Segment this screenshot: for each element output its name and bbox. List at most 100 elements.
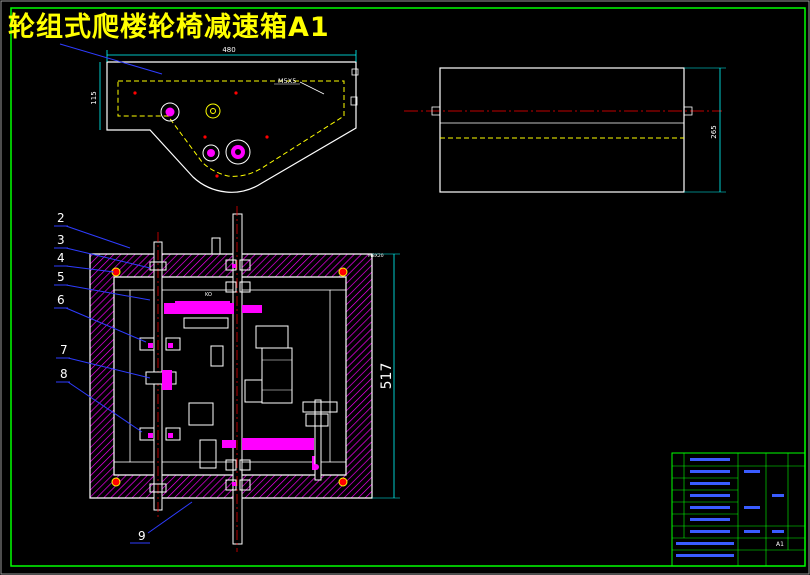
shaft-stub [683,106,693,116]
center-block [244,379,264,403]
bearing-block [149,261,167,271]
top-width-dimension-text: 480 [222,46,235,54]
bearing-section [148,433,153,438]
drawing-title: 轮组式爬楼轮椅减速箱A1 [8,12,330,43]
upper-gear-extension [242,305,262,313]
bearing-block [139,337,155,351]
title-block-frame [671,452,806,567]
title-block-text [744,506,760,509]
bearing-block [239,459,251,471]
leader-9 [147,501,193,534]
bearing-section [313,464,319,470]
bearing-block [239,259,251,271]
upper-gear-band [164,303,234,314]
upper-gear-band-top [175,301,230,305]
bolt-hole [203,135,207,139]
title-block-text [690,506,730,509]
leader-5 [65,284,151,301]
top-view: 480 115 M5X5 [59,43,359,193]
corner-bolt [338,267,348,277]
center-gear-hub [199,439,217,469]
right-shaft-bearing [305,413,329,427]
bearing-core [165,107,175,117]
drawing-frame-inner [10,7,806,567]
title-block: A1 [671,452,806,567]
title-block-text [744,530,760,533]
part-label-7: 7 [60,343,68,357]
part-label-6: 6 [57,293,65,307]
bolt-hole [215,174,219,178]
bearing-circle [225,139,251,165]
bearing-section [148,343,153,348]
title-block-text [690,470,730,473]
shaft-stub [431,106,441,116]
motor-top [255,325,289,349]
bolt-hole [133,91,137,95]
upper-gear-hub [183,317,229,329]
lower-gear-stub [222,440,236,448]
bolt-note-text: M5X5 [278,77,296,85]
bearing-block [165,427,181,441]
part-label-4: 4 [57,251,65,265]
part-label-2: 2 [57,211,65,225]
front-section-view: KO [89,206,400,552]
title-block-text [676,554,734,557]
title-block-text [772,494,784,497]
leader-3 [65,247,151,269]
leader-2 [65,225,131,249]
top-view-hidden-outline [117,80,345,177]
part-label-3: 3 [57,233,65,247]
title-block-text [676,542,734,545]
bearing-core [210,108,216,114]
part-callouts: 2 3 4 5 6 7 8 9 [54,211,193,544]
corner-bolt [338,477,348,487]
side-view: 265 [404,67,726,193]
lower-gear-band [242,438,314,450]
bearing-section [232,482,236,486]
bolt-hole [265,135,269,139]
title-block-text [690,458,730,461]
center-block [210,345,224,367]
front-height-dimension-text: 517 [379,363,395,390]
bearing-block [225,459,237,471]
top-view-marker [350,96,358,106]
bearing-block [225,281,237,293]
right-shaft-collar [302,401,338,413]
title-block-text [744,470,760,473]
bearing-block [239,479,251,491]
bearing-section [232,264,236,268]
center-block [188,402,214,426]
leader-6 [65,307,147,343]
housing-inner-cavity [129,289,331,463]
dimension-tag: M8X20 [368,253,384,259]
sheet-size-text: A1 [776,541,784,548]
leader-8 [67,381,143,433]
bearing-bore [235,149,241,155]
top-view-outline [106,61,357,193]
side-view-outline [439,67,685,193]
bolt-hole [234,91,238,95]
gear-tag: KO [205,292,212,298]
bearing-section [168,433,173,438]
part-label-9: 9 [138,529,146,543]
title-block-text [772,530,784,533]
side-height-dimension-text: 265 [710,125,718,138]
leader-4 [65,265,115,273]
bearing-circle [202,144,220,162]
top-view-leader [59,43,163,75]
bearing-circle [160,102,180,122]
bearing-block [149,483,167,493]
top-view-marker [351,68,359,76]
center-shaft [232,213,243,545]
bearing-core [207,149,215,157]
bolt-note-leader [299,81,325,95]
top-height-dimension-text: 115 [90,91,98,104]
right-lower-shaft [314,399,322,481]
left-gear-section [162,370,172,390]
bearing-block [239,281,251,293]
part-label-5: 5 [57,270,65,284]
corner-bolt [111,477,121,487]
bearing-section [168,343,173,348]
